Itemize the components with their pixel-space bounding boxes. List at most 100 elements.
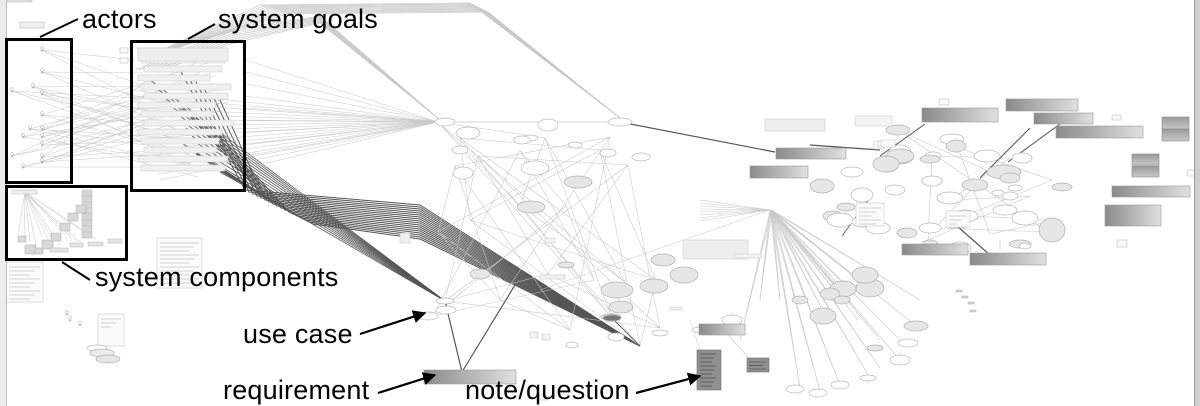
actor-icon xyxy=(21,163,25,169)
goal-node xyxy=(399,232,411,244)
actor-icon xyxy=(40,133,44,139)
edge xyxy=(437,231,571,331)
edge xyxy=(477,155,661,329)
edge xyxy=(771,209,781,301)
requirement-node xyxy=(1161,128,1190,142)
edge xyxy=(771,209,846,293)
edge xyxy=(957,147,1053,181)
edge xyxy=(432,279,595,317)
goal-node xyxy=(143,92,229,100)
edge xyxy=(444,155,479,302)
callout-layer xyxy=(39,18,702,395)
edge xyxy=(444,273,549,302)
edge xyxy=(699,199,771,211)
right-scrollbar[interactable] xyxy=(1194,0,1200,406)
goal-node xyxy=(143,146,217,154)
edge xyxy=(432,149,521,317)
use-case-node xyxy=(631,152,651,162)
edge xyxy=(454,165,501,301)
edge xyxy=(245,121,439,133)
edge xyxy=(627,164,661,329)
system-goals-region xyxy=(130,40,246,192)
edge xyxy=(24,191,79,243)
edge xyxy=(24,191,37,246)
use-case-node xyxy=(809,178,835,194)
actor-icon xyxy=(40,111,44,117)
actor-icon xyxy=(21,133,25,139)
use-case-node xyxy=(435,297,455,305)
use-case-node xyxy=(1001,191,1019,201)
edge xyxy=(11,90,195,158)
use-case-label: use case xyxy=(243,319,353,349)
use-case-node xyxy=(808,388,828,398)
use-case-node xyxy=(850,187,874,203)
use-case-node xyxy=(921,175,943,187)
goal-node xyxy=(536,394,548,401)
edge xyxy=(41,114,142,138)
requirement-node xyxy=(1161,116,1190,130)
use-case-node xyxy=(851,266,879,284)
edge xyxy=(29,128,178,139)
edge xyxy=(11,127,149,157)
edge xyxy=(469,149,601,221)
edge xyxy=(166,11,621,119)
component-node xyxy=(17,235,27,243)
edge xyxy=(179,119,446,302)
use-case-node xyxy=(651,329,669,337)
component-node xyxy=(87,241,104,247)
use-case-node xyxy=(992,204,1018,216)
note-question-arrow xyxy=(635,372,702,395)
use-case-node xyxy=(809,307,837,325)
component-node xyxy=(41,239,54,250)
use-case-node xyxy=(567,141,583,149)
goal-node xyxy=(137,155,229,163)
goal-node xyxy=(669,306,683,311)
edge xyxy=(22,137,151,168)
component-node xyxy=(67,212,79,222)
requirement-label: requirement xyxy=(223,375,370,405)
edge xyxy=(699,205,771,211)
edge xyxy=(24,191,67,237)
edge xyxy=(153,121,439,163)
use-case-node xyxy=(830,380,850,390)
actor-icon xyxy=(31,83,35,89)
edge xyxy=(437,231,501,301)
requirement-node xyxy=(1005,98,1079,112)
edge xyxy=(469,219,641,347)
use-case-node xyxy=(785,384,805,394)
edge xyxy=(689,319,701,351)
edge xyxy=(879,123,926,157)
edge xyxy=(699,202,771,211)
edge xyxy=(219,171,641,347)
goal-node xyxy=(140,83,232,91)
text-note xyxy=(945,210,971,228)
requirement-node xyxy=(775,147,847,160)
edge xyxy=(699,208,771,211)
use-case-node xyxy=(639,278,669,294)
edge xyxy=(964,215,1059,221)
goal-node xyxy=(539,274,566,280)
edge xyxy=(191,135,446,302)
component-node xyxy=(69,242,84,248)
edge xyxy=(437,165,456,233)
goal-node xyxy=(119,57,129,64)
requirement-node xyxy=(921,107,999,123)
edge xyxy=(771,209,801,389)
goal-node xyxy=(143,65,223,73)
edge xyxy=(477,155,549,275)
use-case-node xyxy=(516,200,546,214)
use-case-node xyxy=(885,124,911,136)
actor-icon xyxy=(40,68,44,74)
use-case-node xyxy=(565,341,579,349)
edge xyxy=(565,205,595,281)
edge xyxy=(897,129,987,171)
text-note xyxy=(5,261,44,303)
component-node xyxy=(107,238,123,244)
use-case-node xyxy=(669,266,699,284)
use-case-node xyxy=(991,189,1005,197)
use-case-node xyxy=(819,287,841,301)
use-case-node xyxy=(889,354,911,366)
edge xyxy=(219,99,641,347)
use-case-node xyxy=(896,227,918,239)
